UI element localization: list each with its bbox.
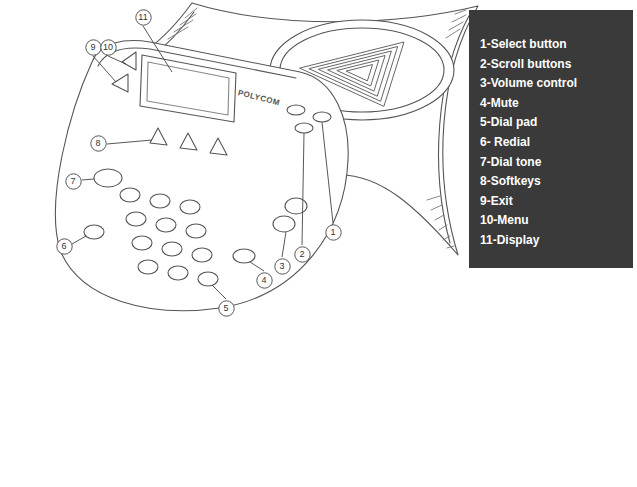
- callout-number: 11: [135, 9, 152, 26]
- mute-button: [233, 249, 255, 263]
- callout-circle: 4: [256, 272, 273, 289]
- key-entry: 3-Volume control: [480, 74, 627, 94]
- callout-number: 10: [100, 39, 117, 56]
- callout-circle-shape: [65, 173, 80, 188]
- softkey: [210, 138, 227, 155]
- key-entry: 8-Softkeys: [480, 172, 627, 192]
- callout-circle-shape: [274, 258, 289, 273]
- callout-number: 5: [218, 300, 235, 317]
- dial-pad: [120, 188, 218, 286]
- key-panel: 1-Select button2-Scroll buttons3-Volume …: [469, 10, 633, 268]
- callout-number: 3: [274, 258, 291, 275]
- callout-circle: 1: [325, 224, 342, 241]
- menu-button: [122, 52, 136, 70]
- callout-number: 4: [256, 272, 273, 289]
- softkey: [180, 133, 197, 150]
- callout-number: 6: [56, 238, 73, 255]
- callout-circle-shape: [294, 246, 309, 261]
- callout-circle: 6: [56, 238, 73, 255]
- callout-circle-shape: [56, 238, 71, 253]
- callout-number: 9: [85, 39, 102, 56]
- leader-lines: [72, 26, 333, 299]
- key-entry: 11-Display: [480, 231, 627, 251]
- callout-circle-shape: [135, 9, 150, 24]
- callout-circle: 3: [274, 258, 291, 275]
- callout-circle: 7: [65, 173, 82, 190]
- key-entry: 4-Mute: [480, 94, 627, 114]
- callout-circle: 8: [90, 135, 107, 152]
- volume-button: [285, 198, 307, 214]
- callout-number: 7: [65, 173, 82, 190]
- callout-circle: 2: [294, 246, 311, 263]
- speaker-ring: [270, 20, 454, 120]
- select-button: [313, 112, 331, 122]
- callout-circle: 10: [100, 39, 117, 56]
- callout-number: 8: [90, 135, 107, 152]
- softkey: [150, 128, 167, 145]
- callout-circle-shape: [218, 300, 233, 315]
- key-entry: 2-Scroll buttons: [480, 55, 627, 75]
- scroll-button: [287, 105, 305, 115]
- volume-button: [273, 216, 295, 232]
- callout-number: 1: [325, 224, 342, 241]
- callout-circle-shape: [325, 224, 340, 239]
- callout-circle-shape: [256, 272, 271, 287]
- key-entry: 1-Select button: [480, 35, 627, 55]
- display: [140, 55, 236, 122]
- callout-circle-shape: [100, 39, 115, 54]
- callout-circle-shape: [85, 39, 100, 54]
- callout-circle: 5: [218, 300, 235, 317]
- dial-tone-button: [94, 169, 122, 187]
- console: [55, 41, 348, 311]
- callout-number: 2: [294, 246, 311, 263]
- callout-circle-shape: [90, 135, 105, 150]
- key-entry: 5-Dial pad: [480, 113, 627, 133]
- redial-button: [84, 225, 104, 239]
- exit-button: [112, 74, 128, 92]
- display-screen: [147, 62, 229, 115]
- key-entry: 10-Menu: [480, 211, 627, 231]
- callout-circle: 9: [85, 39, 102, 56]
- callout-circle: 11: [135, 9, 152, 26]
- scroll-button: [295, 123, 313, 133]
- key-entry: 6- Redial: [480, 133, 627, 153]
- key-entry: 7-Dial tone: [480, 153, 627, 173]
- key-entry: 9-Exit: [480, 192, 627, 212]
